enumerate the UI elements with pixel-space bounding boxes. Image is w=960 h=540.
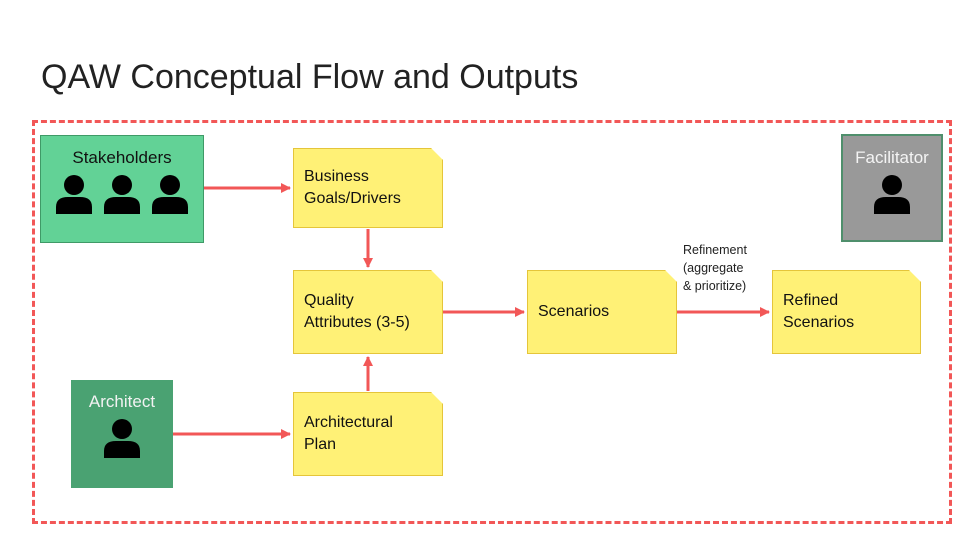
stakeholders-label: Stakeholders (72, 148, 172, 167)
architect-label: Architect (88, 392, 156, 411)
person-icon (104, 419, 140, 458)
person-icon (874, 175, 910, 214)
note-text: Goals/Drivers (304, 190, 401, 207)
scenarios-note[interactable]: Scenarios (527, 270, 677, 354)
note-text: Architectural (304, 414, 393, 431)
note-text: Attributes (3-5) (304, 314, 410, 331)
architect-box[interactable]: Architect (71, 380, 173, 488)
edge-label-line: (aggregate (683, 261, 744, 275)
person-icon (56, 175, 92, 214)
stakeholders-box[interactable]: Stakeholders (40, 135, 204, 243)
note-text: Scenarios (783, 314, 855, 331)
facilitator-box[interactable]: Facilitator (841, 134, 943, 242)
facilitator-label: Facilitator (855, 148, 929, 167)
edge-label-line: Refinement (683, 243, 747, 257)
edge-label-line: & prioritize) (683, 279, 747, 293)
refinement-edge-label: Refinement (aggregate & prioritize) (683, 241, 747, 295)
workshop-boundary (32, 120, 952, 524)
page-title: QAW Conceptual Flow and Outputs (41, 58, 579, 96)
note-text: Quality (304, 292, 354, 309)
note-text: Business (304, 168, 369, 185)
note-text: Plan (304, 436, 337, 453)
person-icon (104, 175, 140, 214)
note-text: Scenarios (538, 303, 610, 320)
note-text: Refined (783, 292, 839, 309)
person-icon (152, 175, 188, 214)
